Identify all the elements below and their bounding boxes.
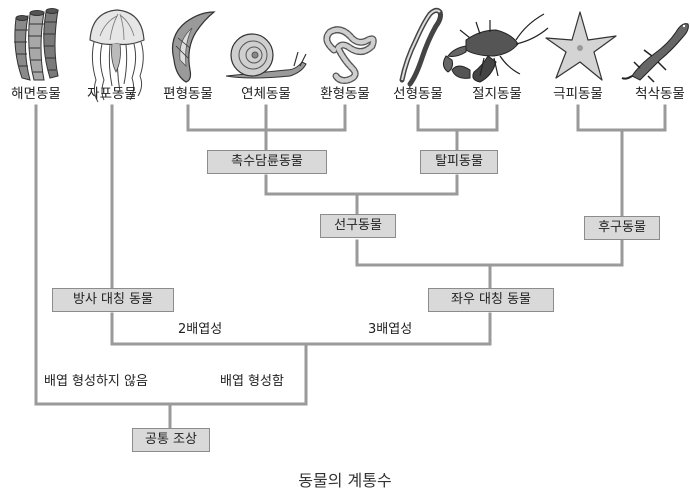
flatworm-icon xyxy=(171,11,216,83)
root-join xyxy=(34,342,308,430)
clade-deuterostomes: 후구동물 xyxy=(584,216,660,240)
label-nematodes: 선형동물 xyxy=(393,86,443,102)
lizard-icon xyxy=(621,23,689,83)
snail-icon xyxy=(225,33,307,79)
deuterostome-bracket xyxy=(576,104,667,218)
label-chordates: 척삭동물 xyxy=(635,86,685,102)
label-arthropods: 절지동물 xyxy=(472,86,522,102)
annotation-diploblastic: 2배엽성 xyxy=(178,322,223,337)
clade-ecdysozoa: 탈피동물 xyxy=(420,150,498,174)
common-ancestor: 공통 조상 xyxy=(132,428,210,452)
earthworm-icon xyxy=(323,26,377,84)
protostome-join xyxy=(264,174,459,216)
lobster-icon xyxy=(442,13,549,83)
bilateral-join xyxy=(355,239,624,290)
annotation-no-germ-layers: 배엽 형성하지 않음 xyxy=(44,374,148,389)
jellyfish-icon xyxy=(89,9,145,103)
sponge-icon xyxy=(14,8,59,81)
label-echinoderms: 극피동물 xyxy=(553,86,603,102)
lophotrochozoa-bracket xyxy=(186,104,347,152)
label-flatworms: 편형동물 xyxy=(163,86,213,102)
label-sponges: 해면동물 xyxy=(11,86,61,102)
clade-lophotrochozoa: 촉수담륜동물 xyxy=(207,150,327,174)
annotation-germ-layers: 배엽 형성함 xyxy=(220,374,284,389)
label-cnidarians: 자포동물 xyxy=(87,86,137,102)
clade-protostomes: 선구동물 xyxy=(320,214,396,238)
eumetazoa-join xyxy=(110,312,492,346)
clade-radial-symmetry: 방사 대칭 동물 xyxy=(52,288,174,312)
annotation-triploblastic: 3배엽성 xyxy=(368,322,413,337)
starfish-icon xyxy=(545,11,617,81)
ecdysozoa-bracket xyxy=(416,104,499,152)
label-annelids: 환형동물 xyxy=(320,86,370,102)
clade-bilateral-symmetry: 좌우 대칭 동물 xyxy=(428,288,554,312)
figure-caption: 동물의 계통수 xyxy=(298,471,392,490)
tree-lines xyxy=(34,104,667,430)
label-molluscs: 연체동물 xyxy=(241,86,291,102)
roundworm-icon xyxy=(399,7,443,87)
